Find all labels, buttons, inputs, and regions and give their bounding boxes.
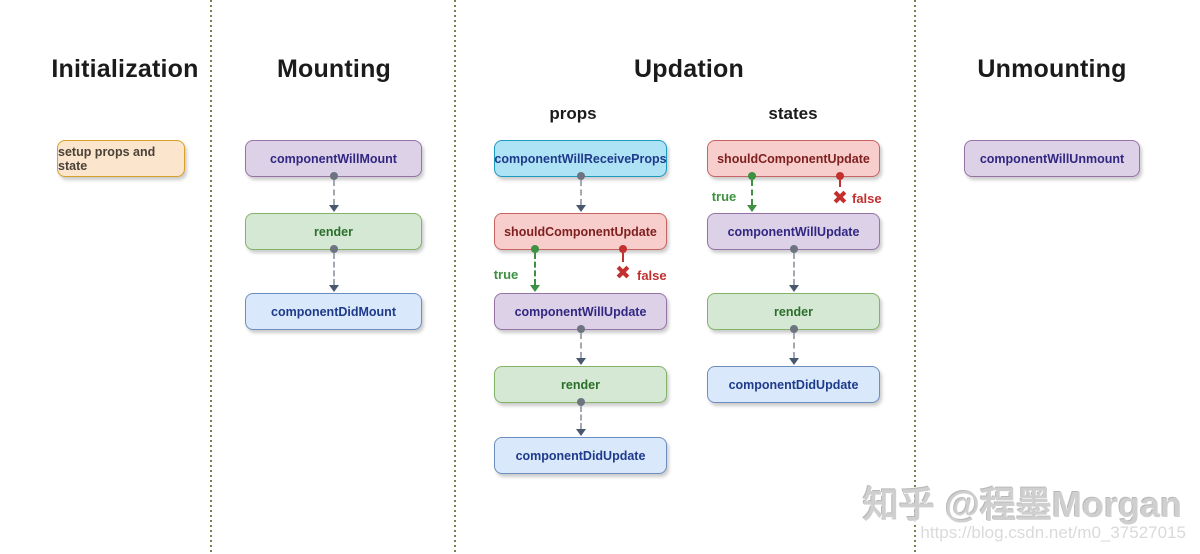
arrow-head-icon (576, 429, 586, 436)
arrow-dot (790, 245, 798, 253)
node-component-will-receive-props: componentWillReceiveProps (494, 140, 667, 177)
arrow-false-branch-props (617, 245, 629, 262)
phase-title-mounting: Mounting (276, 55, 392, 83)
arrow-dot (531, 245, 539, 253)
node-should-component-update-props: shouldComponentUpdate (494, 213, 667, 250)
arrow-line (534, 253, 536, 285)
branch-label-false-states: false (852, 191, 882, 206)
arrow-true-branch-props (529, 245, 541, 292)
arrow-dot (748, 172, 756, 180)
arrow-head-icon (576, 358, 586, 365)
arrow-false-branch-states (834, 172, 846, 187)
subheader-states: states (768, 104, 818, 123)
separator-line (454, 0, 456, 554)
branch-label-true-props: true (493, 267, 519, 282)
arrow-head-icon (329, 285, 339, 292)
arrow-dot (836, 172, 844, 180)
arrow-head-icon (576, 205, 586, 212)
arrow-will-update-to-render-props (575, 325, 587, 365)
false-x-icon: ✖ (615, 262, 631, 284)
separator-line (210, 0, 212, 554)
arrow-line (793, 333, 795, 358)
arrow-render-to-did-mount (328, 245, 340, 292)
phase-title-unmounting: Unmounting (977, 55, 1127, 83)
arrow-line (793, 253, 795, 285)
arrow-head-icon (530, 285, 540, 292)
node-component-will-unmount: componentWillUnmount (964, 140, 1140, 177)
separator-line (914, 0, 916, 554)
arrow-line (580, 333, 582, 358)
arrow-render-to-did-update-props (575, 398, 587, 436)
watermark-url: https://blog.csdn.net/m0_37527015 (920, 523, 1186, 542)
arrow-line (751, 180, 753, 205)
arrow-line (333, 253, 335, 285)
branch-label-false-props: false (637, 268, 667, 283)
node-render-states: render (707, 293, 880, 330)
false-x-icon: ✖ (832, 187, 848, 209)
watermark-brand: 知乎 @程墨Morgan (862, 484, 1182, 525)
node-should-component-update-states: shouldComponentUpdate (707, 140, 880, 177)
node-component-did-mount: componentDidMount (245, 293, 422, 330)
node-component-will-update-states: componentWillUpdate (707, 213, 880, 250)
arrow-head-icon (789, 285, 799, 292)
arrow-dot (330, 172, 338, 180)
arrow-line (839, 180, 841, 187)
arrow-render-to-did-update-states (788, 325, 800, 365)
arrow-receive-props-to-should-update (575, 172, 587, 212)
arrow-line (622, 253, 624, 262)
branch-label-true-states: true (711, 189, 737, 204)
arrow-dot (330, 245, 338, 253)
node-setup-props-and-state: setup props and state (57, 140, 185, 177)
arrow-dot (577, 325, 585, 333)
arrow-line (580, 180, 582, 205)
arrow-dot (619, 245, 627, 253)
node-component-did-update-states: componentDidUpdate (707, 366, 880, 403)
arrow-line (580, 406, 582, 429)
node-component-will-update-props: componentWillUpdate (494, 293, 667, 330)
arrow-will-mount-to-render (328, 172, 340, 212)
arrow-dot (577, 398, 585, 406)
node-component-did-update-props: componentDidUpdate (494, 437, 667, 474)
arrow-line (333, 180, 335, 205)
arrow-head-icon (747, 205, 757, 212)
arrow-dot (577, 172, 585, 180)
subheader-props: props (549, 104, 597, 123)
arrow-will-update-to-render-states (788, 245, 800, 292)
arrow-dot (790, 325, 798, 333)
arrow-true-branch-states (746, 172, 758, 212)
node-component-will-mount: componentWillMount (245, 140, 422, 177)
arrow-head-icon (789, 358, 799, 365)
phase-title-updation: Updation (634, 55, 744, 83)
arrow-head-icon (329, 205, 339, 212)
phase-title-initialization: Initialization (51, 55, 199, 83)
node-render-props: render (494, 366, 667, 403)
